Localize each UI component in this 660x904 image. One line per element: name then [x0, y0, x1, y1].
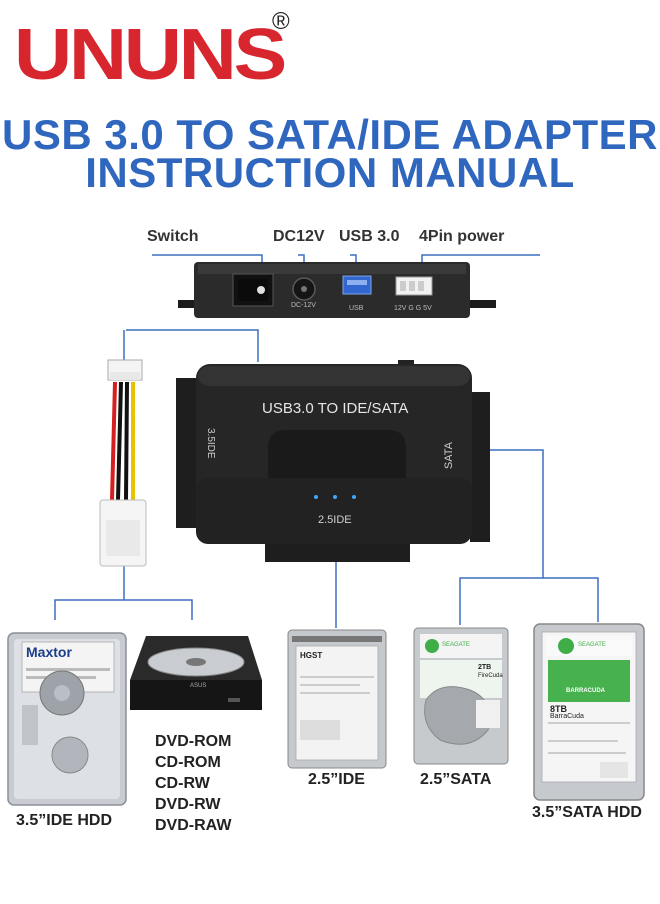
adapter-body: [176, 360, 490, 562]
label-25-sata: 2.5”SATA: [420, 771, 492, 788]
media-item: CD-ROM: [155, 754, 221, 771]
port-label-25ide: 2.5IDE: [318, 514, 352, 526]
label-switch: Switch: [147, 228, 199, 245]
port-panel: [178, 262, 496, 318]
usb-port[interactable]: [342, 275, 372, 295]
sata-25-drive-image: [413, 627, 509, 765]
media-item: DVD-ROM: [155, 733, 232, 750]
label-25-ide: 2.5”IDE: [308, 771, 365, 788]
marking-dc: DC-12V: [291, 302, 316, 309]
brand-logo: UNUNS: [14, 15, 287, 95]
maxtor-label: Maxtor: [26, 644, 72, 660]
firecuda-label: FireCuda: [478, 673, 503, 679]
sata-35-hdd-image: [533, 623, 645, 801]
barracuda-label: BarraCuda: [550, 713, 584, 720]
registered-mark: ®: [272, 8, 290, 35]
dc-jack[interactable]: [292, 277, 316, 301]
barracuda-brand-label: BARRACUDA: [566, 688, 605, 694]
power-4pin-port[interactable]: [395, 276, 433, 296]
marking-power: 12V G G 5V: [394, 305, 432, 312]
power-switch[interactable]: [232, 273, 274, 307]
ide-35-hdd-image: [7, 632, 127, 806]
barracuda-capacity: 8TB: [550, 704, 568, 714]
port-label-sata: SATA: [443, 442, 455, 470]
port-label-35ide: 3.5IDE: [205, 428, 216, 459]
hgst-label: HGST: [300, 651, 323, 660]
asus-label: ASUS: [190, 683, 207, 689]
optical-media-list: DVD-ROM CD-ROM CD-RW DVD-RW DVD-RAW: [155, 731, 231, 836]
seagate-small-label: SEAGATE: [442, 642, 470, 648]
molex-power-cable: [99, 359, 147, 567]
label-usb30: USB 3.0: [339, 228, 400, 245]
media-item: CD-RW: [155, 775, 210, 792]
marking-usb: USB: [349, 305, 364, 312]
dvd-drive-image: [130, 636, 262, 710]
seagate-large-label: SEAGATE: [578, 642, 606, 648]
firecuda-capacity: 2TB: [478, 664, 492, 671]
label-dc12v: DC12V: [273, 228, 325, 245]
label-4pin-power: 4Pin power: [419, 228, 505, 245]
page-subtitle: INSTRUCTION MANUAL: [85, 149, 575, 196]
label-35-sata-hdd: 3.5”SATA HDD: [532, 804, 642, 821]
label-35-ide-hdd: 3.5”IDE HDD: [16, 812, 113, 829]
media-item: DVD-RW: [155, 796, 221, 813]
adapter-label: USB3.0 TO IDE/SATA: [262, 400, 409, 417]
page-title: USB 3.0 TO SATA/IDE ADAPTER: [1, 111, 659, 158]
ide-25-drive-image: [287, 629, 387, 769]
media-item: DVD-RAW: [155, 817, 232, 834]
